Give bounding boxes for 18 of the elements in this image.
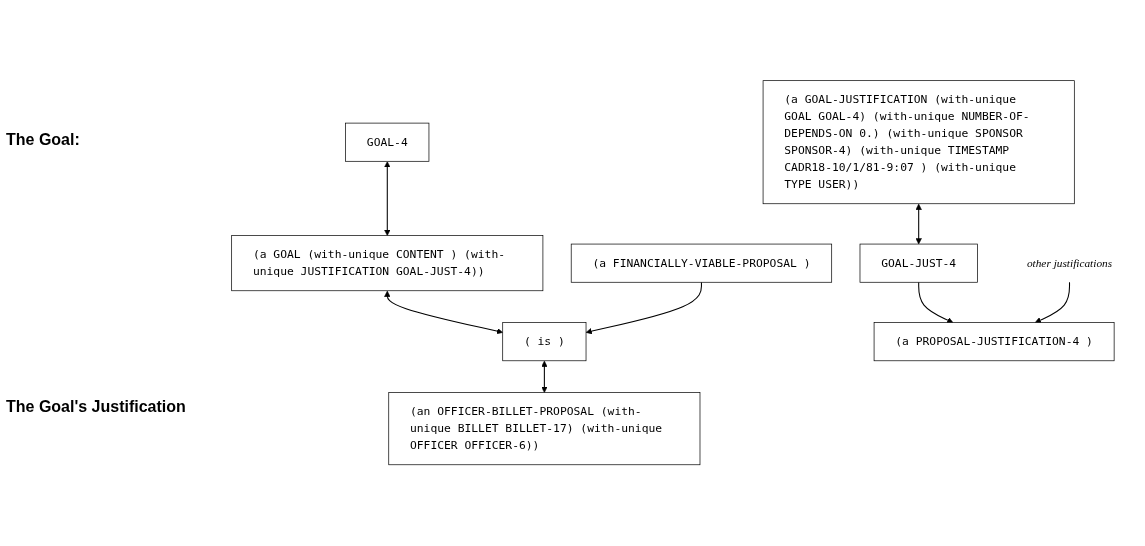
- node-box: GOAL-4: [345, 123, 430, 162]
- node-box: GOAL-JUST-4: [859, 244, 978, 283]
- node-text: other justifications: [1026, 257, 1113, 270]
- node-box: (an OFFICER-BILLET-PROPOSAL (with-unique BILLET BILLET-17) (with-unique OFFICER OFFICER-6)): [388, 392, 701, 466]
- node-box: (a FINANCIALLY-VIABLE-PROPOSAL ): [570, 244, 833, 283]
- section-heading: The Goal's Justification: [6, 397, 187, 416]
- arrow: [384, 161, 391, 237]
- arrow: [541, 361, 548, 394]
- arrow: [915, 204, 922, 245]
- section-heading: The Goal:: [6, 130, 81, 149]
- node-box: ( is ): [502, 322, 587, 362]
- arrow: [384, 291, 503, 335]
- node-box: (a GOAL (with-unique CONTENT ) (with-unique JUSTIFICATION GOAL-JUST-4)): [231, 235, 544, 292]
- arrow: [918, 282, 954, 324]
- arrow: [585, 282, 702, 335]
- node-box: (a PROPOSAL-JUSTIFICATION-4 ): [873, 322, 1115, 362]
- node-box: (a GOAL-JUSTIFICATION (with-unique GOAL GOAL-4) (with-unique NUMBER-OF-DEPENDS-ON 0.) (with-unique SPONSOR SPONSOR-4) (with-unique TIMESTAMP CADR18-10/1/81-9:07 ) (with-unique TYPE USER)): [762, 80, 1075, 205]
- arrow: [1034, 282, 1071, 324]
